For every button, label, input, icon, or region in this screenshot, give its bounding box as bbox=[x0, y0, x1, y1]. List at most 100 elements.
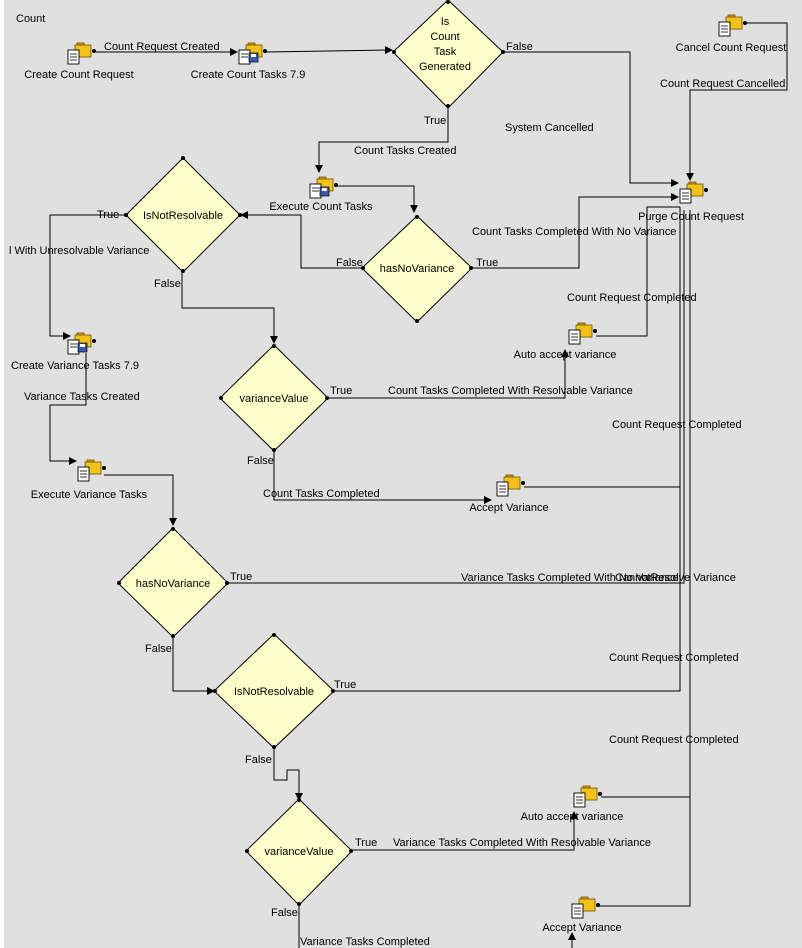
task-execute-variance-tasks[interactable]: Execute Variance Tasks bbox=[31, 459, 148, 501]
edge-variance-tasks-completed-resolvable bbox=[352, 811, 578, 851]
task-icon bbox=[718, 14, 747, 37]
decision-label-line-3: Task bbox=[434, 46, 457, 58]
task-icon bbox=[67, 332, 96, 355]
label-true: True bbox=[476, 257, 498, 269]
label-count-request-created: Count Request Created bbox=[104, 41, 220, 53]
decision-label: IsNotResolvable bbox=[234, 686, 314, 698]
task-icon bbox=[238, 42, 267, 65]
edge-auto-accept-to-purge bbox=[596, 206, 680, 337]
task-purge-count-request[interactable]: Purge Count Request bbox=[638, 181, 744, 223]
task-auto-accept-variance-1[interactable]: Auto accept variance bbox=[514, 322, 617, 361]
decision-has-no-variance-1[interactable]: hasNoVariance bbox=[361, 215, 473, 323]
task-icon bbox=[571, 896, 600, 919]
decision-is-not-resolvable-1[interactable]: IsNotResolvable bbox=[124, 156, 242, 273]
decision-label-line-4: Generated bbox=[419, 61, 471, 73]
label-true: True bbox=[424, 115, 446, 127]
label-false: False bbox=[154, 278, 181, 290]
label-count-request-completed: Count Request Completed bbox=[609, 734, 739, 746]
edge-false-to-purge bbox=[503, 51, 679, 187]
edge-to-has-no-variance-2 bbox=[104, 474, 177, 526]
decision-label: IsNotResolvable bbox=[143, 210, 223, 222]
edge-count-tasks-completed-resolvable bbox=[328, 349, 569, 399]
task-label: Create Count Tasks 7.9 bbox=[191, 69, 306, 81]
task-label: Accept Variance bbox=[542, 922, 621, 934]
edge-to-has-no-variance-1 bbox=[337, 185, 418, 213]
edge-false-to-is-not-resolvable-2 bbox=[172, 637, 215, 695]
decision-has-no-variance-2[interactable]: hasNoVariance bbox=[117, 527, 229, 638]
label-count-request-completed: Count Request Completed bbox=[609, 652, 739, 664]
edge-false-to-variance-value-1 bbox=[181, 272, 278, 344]
decision-label-line-1: Is bbox=[441, 16, 450, 28]
task-label: Create Count Request bbox=[24, 69, 133, 81]
workflow-diagram: Count bbox=[9, 0, 788, 948]
diagram-title: Count bbox=[16, 13, 45, 25]
decision-is-count-task-generated[interactable]: Is Count Task Generated bbox=[392, 0, 505, 109]
task-label: Accept Variance bbox=[469, 502, 548, 514]
task-icon bbox=[568, 322, 597, 345]
edge-variance-tasks-completed-no-variance bbox=[228, 210, 685, 584]
label-cannot-resolve-variance: CannotResolve Variance bbox=[615, 572, 736, 584]
decision-label-line-2: Count bbox=[430, 31, 459, 43]
label-false: False bbox=[247, 455, 274, 467]
decision-is-not-resolvable-2[interactable]: IsNotResolvable bbox=[213, 633, 335, 749]
task-icon bbox=[573, 785, 602, 808]
label-system-cancelled: System Cancelled bbox=[505, 122, 594, 134]
task-label: Create Variance Tasks 7.9 bbox=[11, 360, 139, 372]
label-false: False bbox=[145, 643, 172, 655]
edge-true-to-purge bbox=[472, 193, 679, 269]
task-auto-accept-variance-2[interactable]: Auto accept variance bbox=[521, 785, 624, 823]
task-label: Cancel Count Request bbox=[676, 42, 787, 54]
edge-variance-tasks-created bbox=[49, 353, 87, 465]
edge-false-to-is-not-resolvable-1 bbox=[240, 211, 362, 269]
label-true: True bbox=[334, 679, 356, 691]
label-variance-tasks-completed-no-variance: Variance Tasks Completed With No Varianc… bbox=[461, 572, 679, 584]
decision-label: varianceValue bbox=[240, 393, 309, 405]
edge-to-is-count-task-generated bbox=[265, 46, 393, 55]
edge-count-tasks-created bbox=[315, 108, 449, 173]
task-icon bbox=[77, 459, 106, 482]
label-variance-tasks-completed: Variance Tasks Completed bbox=[300, 936, 430, 948]
task-create-variance-tasks[interactable]: Create Variance Tasks 7.9 bbox=[11, 332, 139, 372]
task-label: Execute Count Tasks bbox=[269, 201, 373, 213]
label-count-request-completed: Count Request Completed bbox=[567, 292, 697, 304]
edge-count-tasks-completed bbox=[273, 451, 492, 504]
task-icon bbox=[496, 474, 525, 497]
task-execute-count-tasks[interactable]: Execute Count Tasks bbox=[269, 176, 373, 213]
task-accept-variance-1[interactable]: Accept Variance bbox=[469, 474, 549, 514]
label-variance-tasks-created: Variance Tasks Created bbox=[24, 391, 140, 403]
decision-label: hasNoVariance bbox=[380, 263, 454, 275]
edge-is-not-resolvable-2-true bbox=[334, 210, 681, 692]
decision-label: hasNoVariance bbox=[136, 578, 210, 590]
task-create-count-request[interactable]: Create Count Request bbox=[24, 42, 134, 81]
edge-accept-variance-to-purge bbox=[524, 207, 681, 488]
decision-variance-value-2[interactable]: varianceValue bbox=[245, 798, 353, 906]
task-label: Purge Count Request bbox=[638, 211, 744, 223]
decision-variance-value-1[interactable]: varianceValue bbox=[219, 344, 329, 452]
label-false: False bbox=[506, 41, 533, 53]
task-icon bbox=[679, 181, 708, 204]
label-variance-tasks-completed-resolvable: Variance Tasks Completed With Resolvable… bbox=[393, 837, 651, 849]
label-count-tasks-completed-resolvable: Count Tasks Completed With Resolvable Va… bbox=[388, 385, 633, 397]
edge-false-to-variance-value-2 bbox=[273, 748, 303, 801]
label-count-request-completed: Count Request Completed bbox=[612, 419, 742, 431]
edges bbox=[49, 22, 788, 948]
label-false: False bbox=[336, 257, 363, 269]
task-icon bbox=[67, 42, 96, 65]
label-true: True bbox=[97, 209, 119, 221]
label-true: True bbox=[330, 385, 352, 397]
label-true: True bbox=[355, 837, 377, 849]
task-label: Auto accept variance bbox=[521, 811, 624, 823]
label-unresolvable-variance: l With Unresolvable Variance bbox=[9, 245, 149, 257]
edge-cancelled-to-purge bbox=[686, 22, 788, 181]
task-label: Auto accept variance bbox=[514, 349, 617, 361]
task-icon bbox=[309, 176, 338, 199]
label-count-request-cancelled: Count Request Cancelled bbox=[660, 78, 785, 90]
label-count-tasks-completed: Count Tasks Completed bbox=[263, 488, 380, 500]
task-cancel-count-request[interactable]: Cancel Count Request bbox=[676, 14, 787, 54]
task-create-count-tasks[interactable]: Create Count Tasks 7.9 bbox=[191, 42, 306, 81]
label-count-tasks-created: Count Tasks Created bbox=[354, 145, 457, 157]
label-false: False bbox=[271, 907, 298, 919]
task-accept-variance-2[interactable]: Accept Variance bbox=[542, 896, 622, 934]
edge-labels: Count Request Created False True Count R… bbox=[9, 41, 785, 948]
